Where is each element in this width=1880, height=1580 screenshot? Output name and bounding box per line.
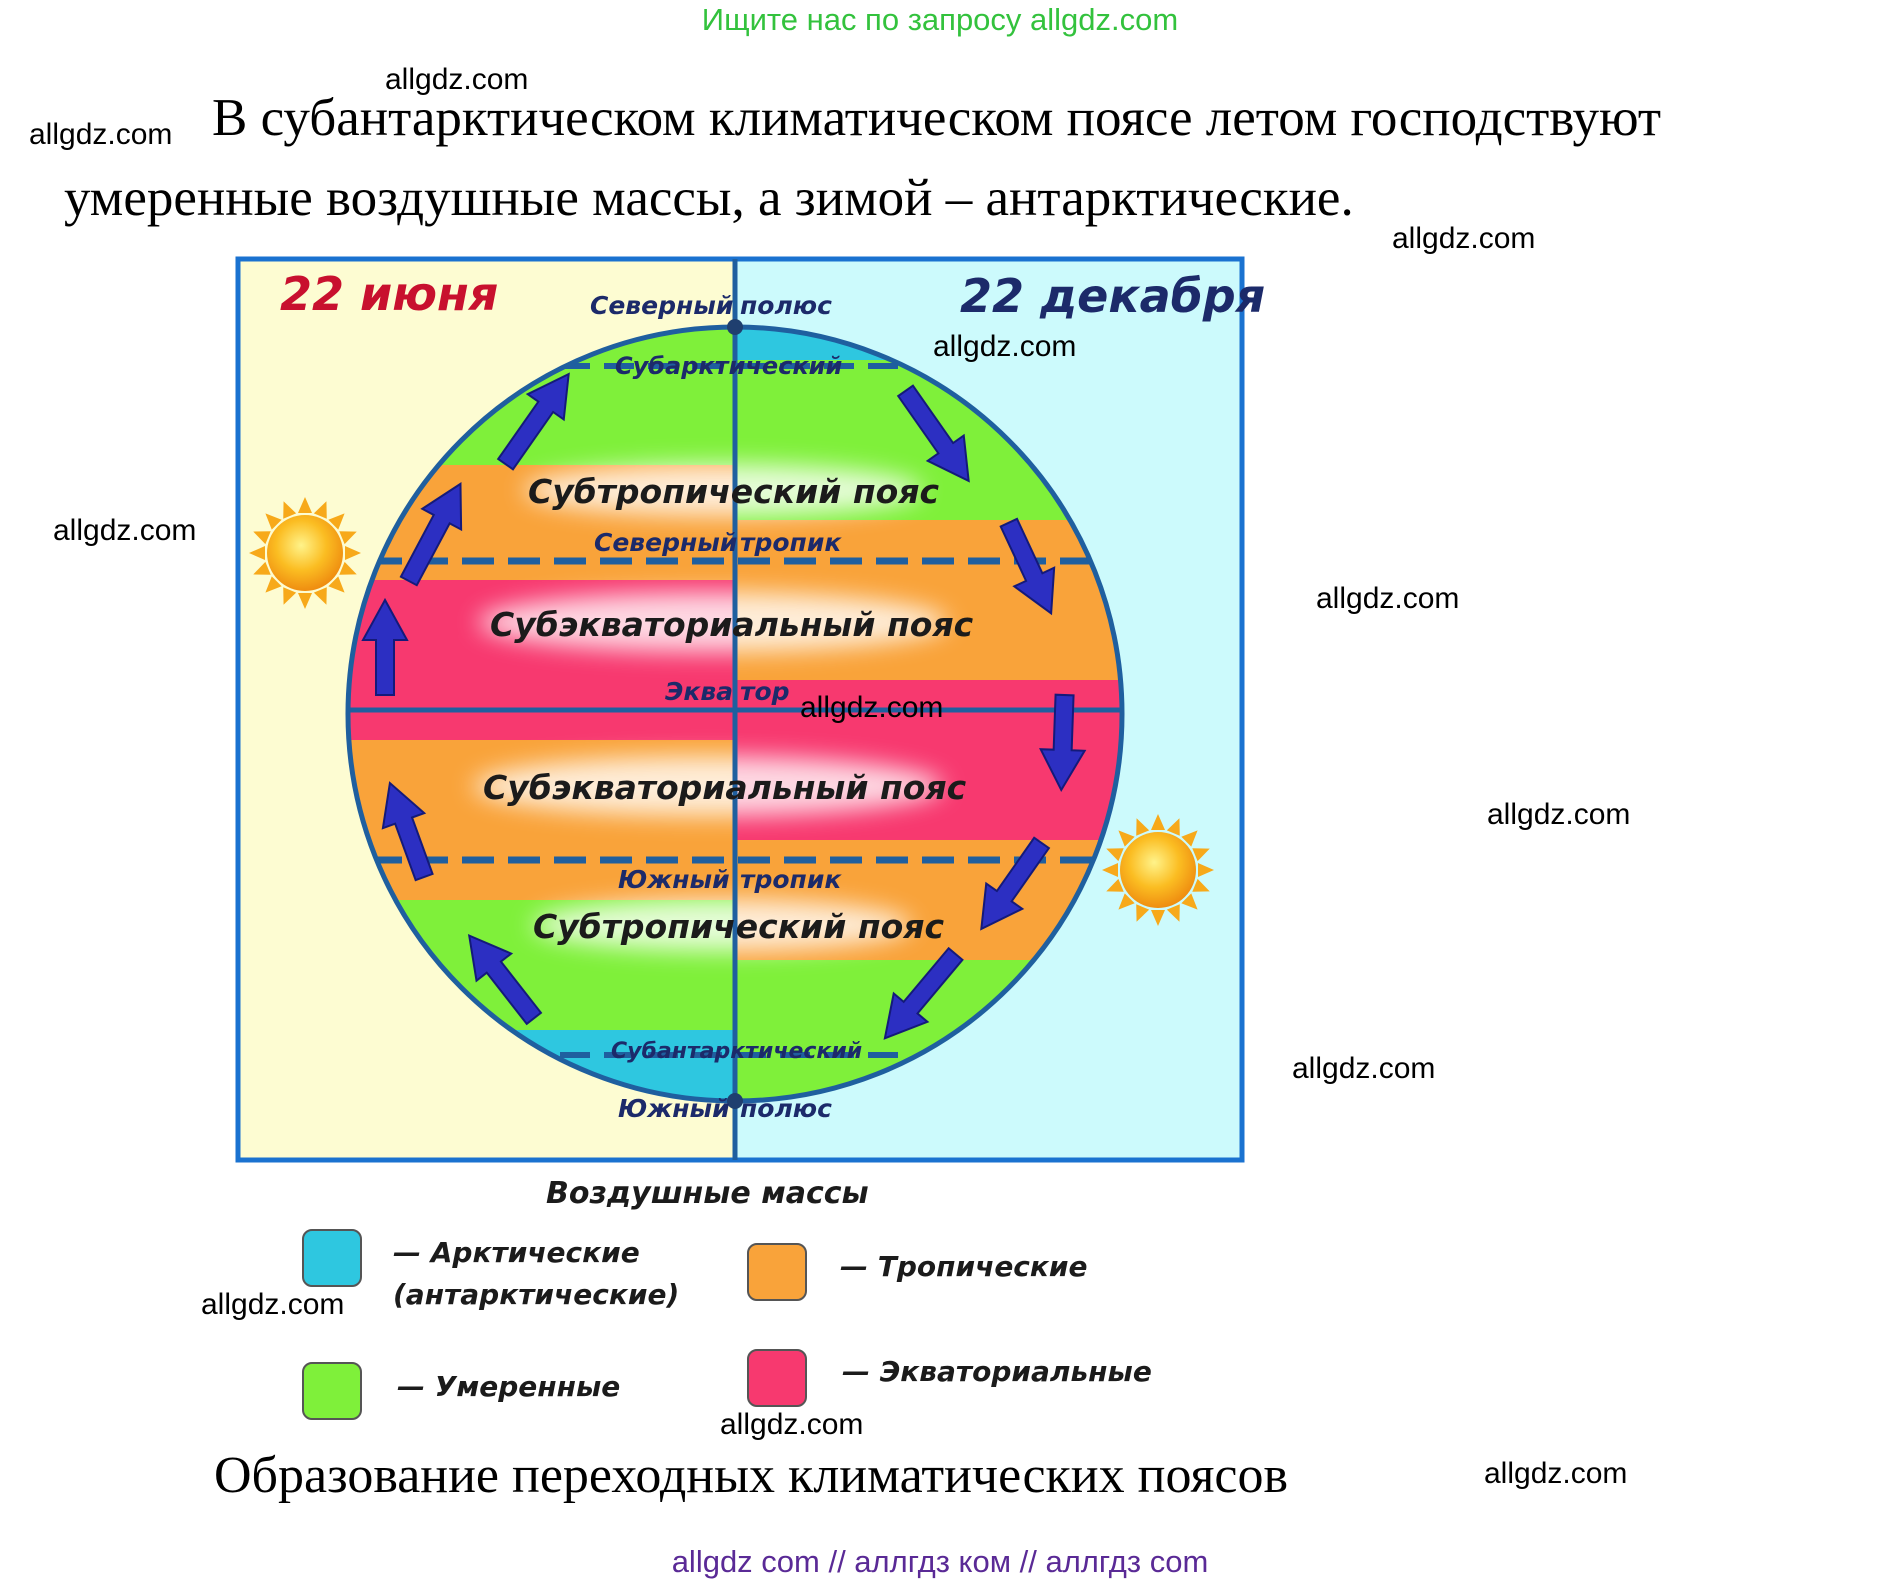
sun-ray <box>298 497 312 513</box>
sun-ray <box>253 561 271 575</box>
north-pole-dot <box>727 319 743 335</box>
sun-ray <box>1192 848 1210 862</box>
sun-ray <box>345 546 361 560</box>
sun-ray <box>1106 878 1124 892</box>
left-date: 22 июня <box>280 267 498 321</box>
legend-title: Воздушные массы <box>546 1176 869 1211</box>
watermark: allgdz.com <box>201 1288 345 1321</box>
intro-line-2: умеренные воздушные массы, а зимой – ант… <box>64 169 1354 227</box>
arrow-right-3 <box>1039 693 1087 793</box>
sun-ray <box>298 593 312 609</box>
equator-label-2: тор <box>740 677 790 706</box>
watermark: allgdz.com <box>800 691 944 724</box>
sun-ray <box>339 531 357 545</box>
watermark: allgdz.com <box>933 330 1077 363</box>
sun-ray <box>1136 818 1150 836</box>
watermark: allgdz.com <box>29 118 173 151</box>
sun-ray <box>249 546 265 560</box>
south-pole-label-2: полюс <box>740 1094 832 1123</box>
sun-ray <box>328 513 345 530</box>
right-date: 22 декабря <box>960 269 1265 323</box>
sun-ray <box>1181 893 1198 910</box>
watermark: allgdz.com <box>1484 1457 1628 1490</box>
legend-label-arctic: — Арктические <box>393 1236 640 1269</box>
south-tropic-label-1: Южный <box>618 865 730 894</box>
sun-ray <box>1151 814 1165 830</box>
arrow-right-4 <box>980 836 1051 931</box>
sun-ray <box>1106 848 1124 862</box>
sun-ray <box>339 561 357 575</box>
figure-caption: Образование переходных климатических поя… <box>214 1447 1289 1504</box>
sun-ray <box>1151 910 1165 926</box>
watermark: allgdz.com <box>1392 222 1536 255</box>
arrow-right-1 <box>896 384 970 483</box>
sun-ray <box>265 513 282 530</box>
subtropical-north-label: Субтропический пояс <box>528 472 940 511</box>
equator-label-1: Эква <box>665 677 733 706</box>
legend-swatch-tropical <box>747 1243 807 1301</box>
legend-swatch-equatorial <box>747 1349 807 1407</box>
south-pole-label-1: Южный <box>618 1094 730 1123</box>
subtropical-south-label: Субтропический пояс <box>533 907 945 946</box>
subequatorial-south-label: Субэкваториальный пояс <box>483 768 967 807</box>
diagram-frame <box>235 256 1245 1163</box>
watermark: allgdz.com <box>385 63 529 96</box>
watermark: allgdz.com <box>1316 582 1460 615</box>
sun-ray <box>328 576 345 593</box>
north-tropic-label-1: Северный <box>594 528 737 557</box>
legend-label-antarctic: (антарктические) <box>393 1278 679 1311</box>
sun-ray <box>265 576 282 593</box>
sun-ray <box>1102 863 1118 877</box>
sun-ray <box>1118 830 1135 847</box>
watermark: allgdz.com <box>53 514 197 547</box>
sun-ray <box>1118 893 1135 910</box>
arrow-left-3 <box>361 597 409 696</box>
sun-ray <box>1181 830 1198 847</box>
bottom-links[interactable]: allgdz com // аллгдз ком // аллгдз com <box>671 1544 1209 1579</box>
watermark: allgdz.com <box>1292 1052 1436 1085</box>
north-pole-label-1: Северный <box>590 291 733 320</box>
subequatorial-north-label: Субэкваториальный пояс <box>490 605 974 644</box>
sun-left-icon <box>249 497 361 609</box>
intro-line-1: В субантарктическом климатическом поясе … <box>212 89 1662 147</box>
legend-label-tropical: — Тропические <box>840 1250 1088 1283</box>
watermark: allgdz.com <box>720 1408 864 1441</box>
arrow-left-2 <box>399 482 463 587</box>
watermark: allgdz.com <box>1487 798 1631 831</box>
subarctic-label: Субарктический <box>615 352 842 380</box>
sun-ray <box>313 587 327 605</box>
arrow-right-5 <box>883 946 964 1040</box>
sun-ray <box>1166 818 1180 836</box>
sun-ray <box>313 501 327 519</box>
arrow-left-4 <box>381 781 434 882</box>
sun-right-icon <box>1102 814 1214 926</box>
legend-label-temperate: — Умеренные <box>397 1370 620 1403</box>
subantarctic-label: Субантарктический <box>611 1039 862 1064</box>
legend-label-equatorial: — Экваториальные <box>842 1355 1152 1388</box>
legend-swatch-temperate <box>302 1362 362 1420</box>
north-tropic-label-2: тропик <box>740 528 842 557</box>
north-pole-label-2: полюс <box>740 291 832 320</box>
arrow-left-1 <box>496 372 570 471</box>
sun-ray <box>1192 878 1210 892</box>
sun-ray <box>1198 863 1214 877</box>
sun-ray <box>253 531 271 545</box>
arrow-right-2 <box>999 517 1056 616</box>
south-pole-dot <box>727 1093 743 1109</box>
legend-swatch-arctic <box>302 1229 362 1287</box>
sun-ray <box>1136 904 1150 922</box>
arrow-left-5 <box>467 933 543 1026</box>
south-tropic-label-2: тропик <box>740 865 842 894</box>
top-banner[interactable]: Ищите нас по запросу allgdz.com <box>701 2 1179 37</box>
sun-ray <box>1166 904 1180 922</box>
sun-ray <box>283 501 297 519</box>
sun-ray <box>283 587 297 605</box>
